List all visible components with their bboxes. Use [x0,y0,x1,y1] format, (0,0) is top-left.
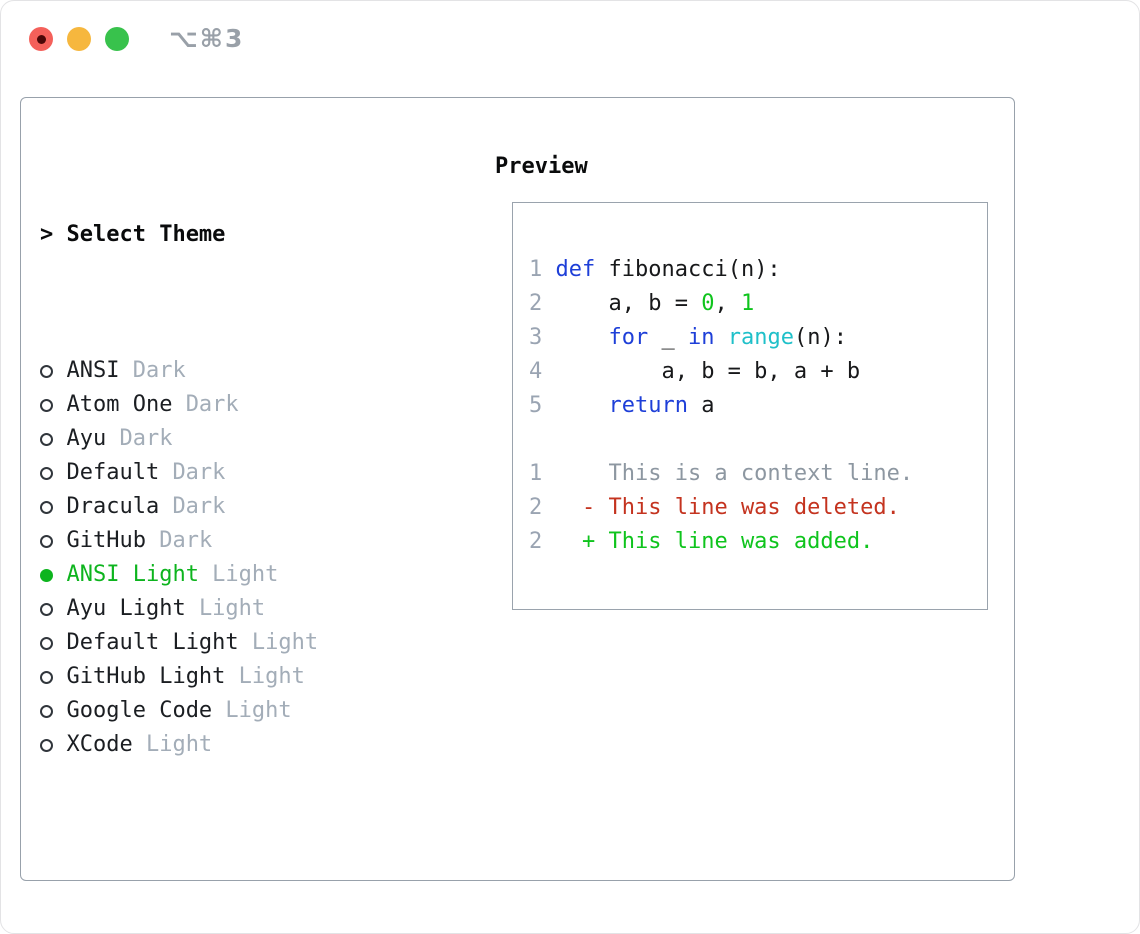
traffic-lights [29,27,129,51]
theme-option-ansi-light[interactable]: ANSI Light Light [40,558,411,592]
theme-option-label: Default [66,460,160,485]
theme-option-label: XCode [66,732,133,757]
radio-icon [40,602,66,616]
radio-icon [40,398,66,412]
theme-variant-badge: Dark [159,528,213,553]
theme-option-label: Atom One [66,392,173,417]
theme-variant-badge: Light [212,562,279,587]
theme-variant-badge: Light [238,664,305,689]
theme-variant-badge: Dark [119,426,173,451]
radio-icon [40,466,66,480]
preview-heading: Preview [495,154,588,179]
radio-circle [40,568,53,582]
theme-variant-badge: Light [251,630,319,655]
spacer [40,864,411,898]
theme-option-google-code[interactable]: Google Code Light [40,694,411,728]
theme-option-dracula[interactable]: Dracula Dark [40,490,411,524]
radio-circle [40,500,53,514]
theme-option-label: Default Light [66,630,239,655]
radio-circle [40,602,53,616]
theme-variant-badge: Dark [172,460,226,485]
radio-circle [40,738,53,752]
theme-variant-badge: Dark [132,358,186,383]
theme-option-ansi[interactable]: ANSI Dark [40,354,411,388]
radio-icon [40,500,66,514]
code-preview: 1 def fibonacci(n): 2 a, b = 0, 1 3 for _ … [513,203,987,559]
code-line: 1 def fibonacci(n): [529,257,781,282]
diff-line: 2 + This line was added. [529,529,874,554]
radio-circle [40,534,53,548]
theme-variant-badge: Light [225,698,292,723]
titlebar: ⌥⌘3 [1,1,1139,77]
code-line: 2 a, b = 0, 1 [529,291,755,316]
code-line: 4 a, b = b, a + b [529,359,861,384]
code-line: 5 return a [529,393,715,418]
radio-icon [40,432,66,446]
theme-option-label: ANSI [66,358,120,383]
maximize-button[interactable] [105,27,129,51]
theme-option-label: Google Code [66,698,213,723]
theme-option-label: GitHub [66,528,146,553]
theme-option-label: Ayu Light [66,596,186,621]
theme-option-default[interactable]: Default Dark [40,456,411,490]
theme-option-label: Ayu [66,426,107,451]
radio-circle [40,398,53,412]
diff-line: 2 - This line was deleted. [529,495,900,520]
theme-option-ayu[interactable]: Ayu Dark [40,422,411,456]
radio-circle [40,466,53,480]
focus-arrow-icon: > [40,222,54,247]
radio-icon [40,670,66,684]
radio-icon [40,636,66,650]
theme-option-github-light[interactable]: GitHub Light Light [40,660,411,694]
blank-line [529,423,987,457]
window-title: ⌥⌘3 [169,24,245,53]
radio-icon [40,364,66,378]
unsaved-changes-dot [36,34,46,44]
theme-option-default-light[interactable]: Default Light Light [40,626,411,660]
minimize-button[interactable] [67,27,91,51]
theme-variant-badge: Light [145,732,213,757]
theme-option-label: ANSI Light [66,562,199,587]
radio-icon [40,534,66,548]
theme-option-label: Dracula [66,494,160,519]
code-line: 3 for _ in range(n): [529,325,847,350]
radio-icon [40,738,66,752]
radio-circle [40,670,53,684]
close-button[interactable] [29,27,53,51]
preview-pane: 1 def fibonacci(n): 2 a, b = 0, 1 3 for _ … [512,202,988,610]
theme-option-github[interactable]: GitHub Dark [40,524,411,558]
select-theme-title: Select Theme [66,222,226,247]
radio-circle [40,432,53,446]
theme-option-xcode[interactable]: XCode Light [40,728,411,762]
radio-selected-icon [40,568,66,582]
theme-option-label: GitHub Light [66,664,226,689]
theme-variant-badge: Dark [172,494,226,519]
diff-line: 1 This is a context line. [529,461,914,486]
radio-circle [40,636,53,650]
radio-circle [40,364,53,378]
theme-variant-badge: Light [198,596,266,621]
theme-variant-badge: Dark [185,392,239,417]
radio-circle [40,704,53,718]
theme-option-atom-one[interactable]: Atom One Dark [40,388,411,422]
radio-icon [40,704,66,718]
theme-option-ayu-light[interactable]: Ayu Light Light [40,592,411,626]
select-theme-header: > Select Theme [40,218,411,252]
